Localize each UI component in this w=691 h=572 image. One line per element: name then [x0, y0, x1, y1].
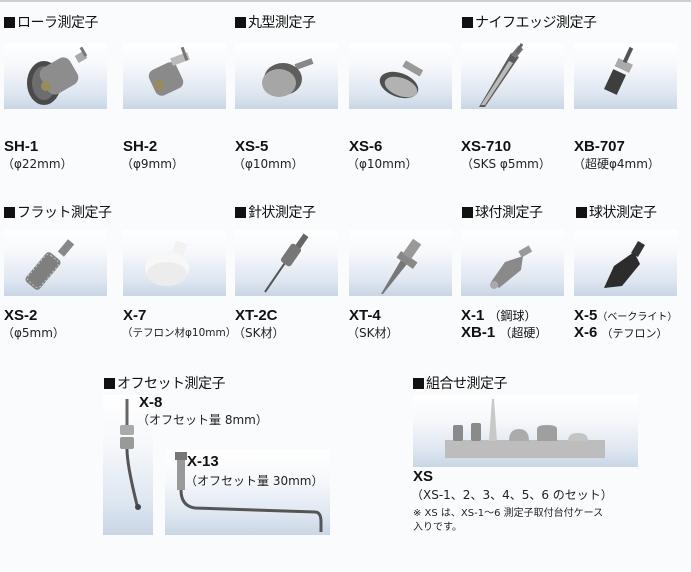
square-bullet-icon [4, 17, 15, 28]
ball-shape-probe-icon [604, 240, 645, 288]
flat-probe-icon [25, 239, 75, 290]
set-note-line: ※ XS は、XS-1～6 測定子取付台付ケース [413, 508, 604, 519]
model-spec: （φ9mm） [121, 157, 184, 171]
product-image-sh2 [123, 43, 226, 109]
model-name-x6: X-6 [574, 324, 598, 341]
model-name: XS [413, 468, 434, 485]
model-spec-x6: （テフロン） [601, 328, 668, 340]
section-title-text: 組合せ測定子 [426, 376, 508, 392]
round-probe-icon [262, 58, 314, 97]
section-title-knife: ナイフエッジ測定子 [462, 12, 597, 32]
product-image-xs2 [4, 230, 107, 296]
product-image-xt2c [235, 230, 338, 296]
product-image-x1 [461, 230, 564, 296]
model-name-xb1: XB-1 [461, 324, 496, 341]
product-image-xs-set [413, 395, 638, 467]
offset-probe-icon [120, 399, 141, 510]
section-title-text: ローラ測定子 [17, 15, 99, 31]
model-spec: （XS-1、2、3、4、5、6 のセット） [411, 488, 613, 502]
section-title-text: 針状測定子 [248, 205, 316, 221]
section-title-text: オフセット測定子 [117, 376, 226, 392]
roller-probe-icon [27, 46, 88, 105]
section-title-text: ナイフエッジ測定子 [475, 15, 597, 31]
section-title-flat: フラット測定子 [4, 202, 112, 222]
product-image-x5 [574, 230, 677, 296]
model-name: XT-2C [235, 307, 278, 324]
model-name: SH-2 [123, 138, 158, 155]
model-name-x1: X-1 [461, 307, 485, 324]
teflon-flat-probe-icon [145, 240, 189, 286]
model-spec: （オフセット量 8mm） [137, 413, 268, 427]
model-name: XS-6 [349, 138, 383, 155]
section-title-combo: 組合せ測定子 [413, 373, 508, 393]
square-bullet-icon [104, 378, 115, 389]
model-spec-xb1: （超硬） [499, 326, 548, 340]
model-spec: （超硬φ4mm） [573, 157, 660, 171]
section-title-roller: ローラ測定子 [4, 12, 99, 32]
top-divider [0, 0, 691, 2]
model-name: X-7 [123, 307, 147, 324]
model-spec: （SKS φ5mm） [461, 157, 551, 171]
probe-set-case-icon [445, 399, 605, 458]
product-image-xs710 [461, 43, 564, 109]
model-name: XS-5 [235, 138, 269, 155]
square-bullet-icon [235, 207, 246, 218]
model-name: SH-1 [4, 138, 39, 155]
square-bullet-icon [235, 17, 246, 28]
model-spec: （テフロン材φ10mm） [122, 327, 237, 339]
model-spec: （φ5mm） [2, 326, 65, 340]
needle-probe-icon [381, 238, 422, 294]
knife-edge-probe-icon [479, 43, 524, 107]
product-image-x13 [165, 450, 330, 535]
model-name: X-6 （テフロン） [574, 324, 668, 341]
model-spec: （SK材） [233, 326, 285, 340]
set-note-line: 入りです。 [413, 522, 462, 533]
model-name-x5: X-5 [574, 307, 598, 324]
square-bullet-icon [462, 17, 473, 28]
model-name: X-8 [139, 394, 163, 411]
model-name: XB-707 [574, 138, 625, 155]
section-title-offset: オフセット測定子 [104, 373, 226, 393]
section-title-text: フラット測定子 [17, 205, 112, 221]
section-title-ball-shape: 球状測定子 [576, 202, 657, 222]
model-spec-x5: （ベークライト） [597, 312, 678, 323]
model-spec-x1: （鋼球） [488, 309, 537, 323]
model-spec: （φ22mm） [2, 157, 73, 171]
section-title-text: 丸型測定子 [248, 15, 316, 31]
section-title-needle: 針状測定子 [235, 202, 316, 222]
model-name: X-1 （鋼球） [461, 307, 537, 324]
model-name: XS-2 [4, 307, 38, 324]
set-note: ※ XS は、XS-1～6 測定子取付台付ケース 入りです。 [413, 507, 603, 535]
product-image-sh1 [4, 43, 107, 109]
square-bullet-icon [4, 207, 15, 218]
model-name: XB-1 （超硬） [461, 324, 547, 341]
offset-probe-long-icon [175, 452, 323, 532]
model-name: X-13 [187, 453, 219, 470]
needle-probe-icon [264, 233, 309, 293]
roller-probe-small-icon [148, 46, 190, 96]
section-title-text: 球状測定子 [589, 205, 657, 221]
model-spec: （オフセット量 30mm） [185, 474, 324, 488]
model-spec: （φ10mm） [347, 157, 418, 171]
product-image-x8 [103, 395, 153, 535]
square-bullet-icon [576, 207, 587, 218]
model-spec: （φ10mm） [233, 157, 304, 171]
square-bullet-icon [462, 207, 473, 218]
product-image-xt4 [349, 230, 452, 296]
ball-tip-probe-icon [490, 245, 533, 289]
product-image-xs5 [235, 43, 338, 109]
section-title-text: 球付測定子 [475, 205, 543, 221]
model-name: X-5（ベークライト） [574, 307, 677, 324]
model-name: XT-4 [349, 307, 381, 324]
section-title-round: 丸型測定子 [235, 12, 316, 32]
model-spec: （SK材） [347, 326, 399, 340]
model-name: XS-710 [461, 138, 512, 155]
product-image-xb707 [574, 43, 677, 109]
knife-edge-carbide-probe-icon [604, 46, 634, 95]
round-probe-icon [379, 60, 424, 99]
product-image-x7 [123, 230, 226, 296]
section-title-ball-tip: 球付測定子 [462, 202, 543, 222]
square-bullet-icon [413, 378, 424, 389]
product-image-xs6 [349, 43, 452, 109]
